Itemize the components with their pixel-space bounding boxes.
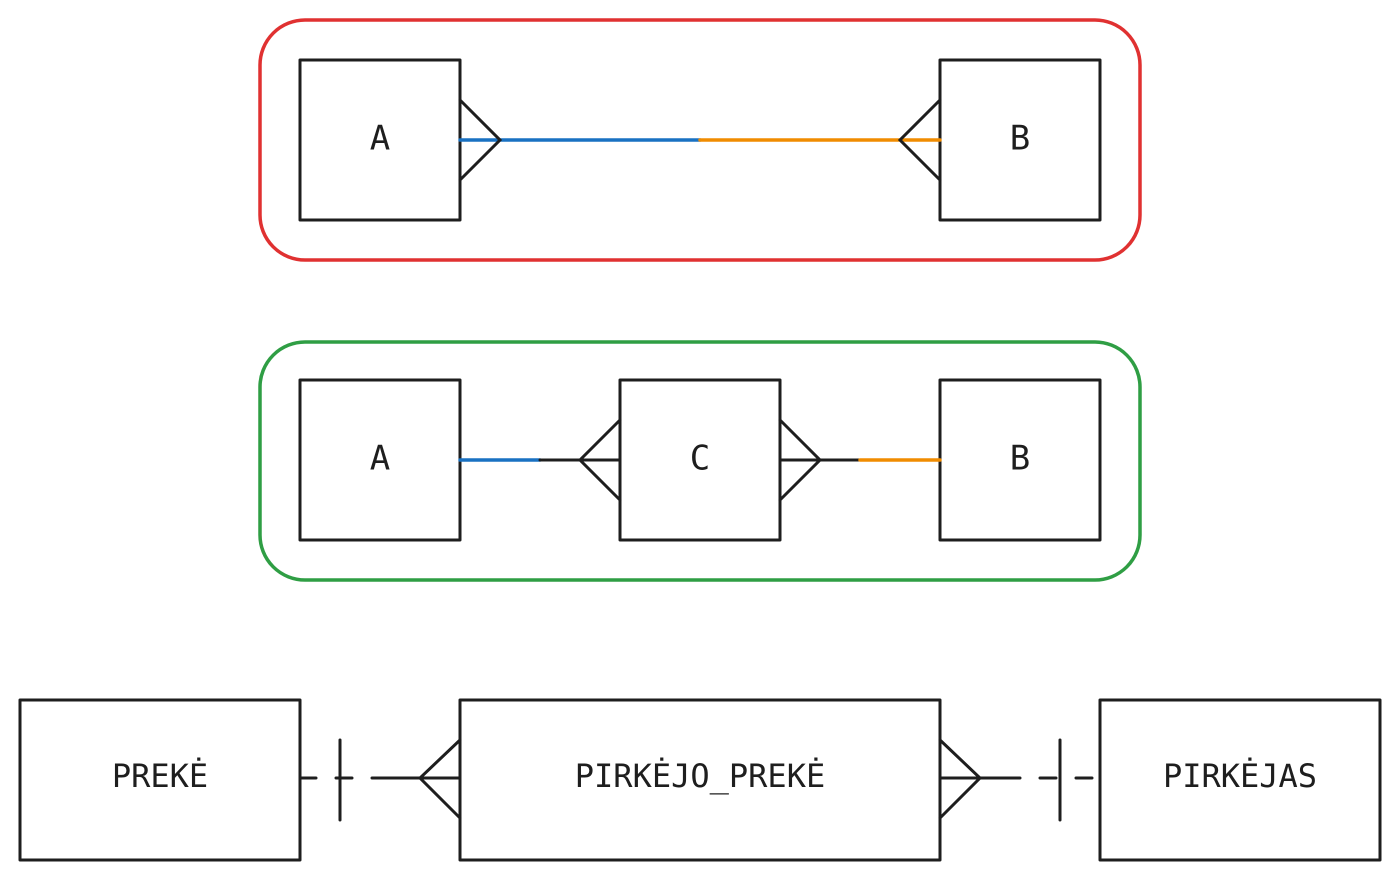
top-entity-b-box[interactable] [938,58,1102,222]
right-crowfoot-icon [938,738,983,820]
middle-entity-a-box[interactable] [298,378,462,542]
top-group: A B [258,18,1142,262]
bottom-row: PREKĖ PIRKĖJO_PREKĖ PIRKĖJAS [18,698,1382,862]
middle-entity-c-label: C [690,439,710,479]
top-group-frame [258,18,1142,262]
middle-group: A C B [258,340,1142,582]
entity-preke-label: PREKĖ [112,757,208,795]
top-crowfoot-a-icon [458,98,503,182]
entity-pirkejas-label: PIRKĖJAS [1163,757,1317,795]
middle-entity-b-label: B [1010,439,1030,479]
middle-crowfoot-c-right-icon [778,418,823,502]
entity-pirkejo-preke-box[interactable] [458,698,942,862]
top-crowfoot-b-icon [897,98,942,182]
entity-preke-box[interactable] [18,698,302,862]
top-entity-b-label: B [1010,119,1030,159]
left-crowfoot-icon [417,738,462,820]
middle-crowfoot-c-left-icon [577,418,622,502]
top-entity-a-box[interactable] [298,58,462,222]
middle-entity-a-label: A [370,439,390,479]
middle-group-frame [258,340,1142,582]
entity-pirkejas-box[interactable] [1098,698,1382,862]
middle-entity-b-box[interactable] [938,378,1102,542]
top-entity-a-label: A [370,119,390,159]
entity-pirkejo-preke-label: PIRKĖJO_PREKĖ [575,757,825,795]
